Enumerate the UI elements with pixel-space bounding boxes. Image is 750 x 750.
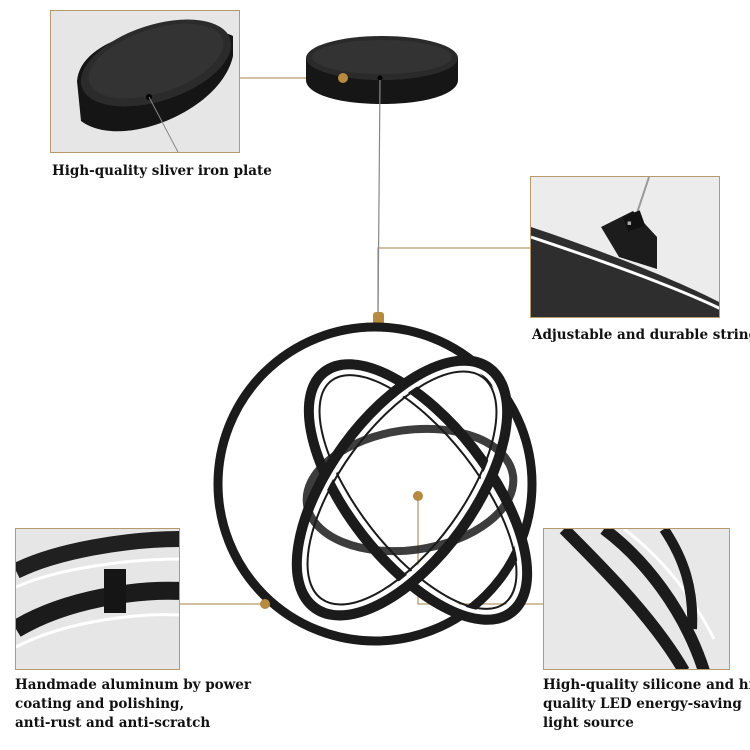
detail-panel-iron-plate bbox=[50, 10, 240, 153]
caption-aluminum-line-1: Handmade aluminum by power bbox=[15, 677, 251, 693]
wire-fitting bbox=[373, 312, 384, 326]
tilted-ring-a bbox=[303, 359, 533, 625]
caption-aluminum: Handmade aluminum by power coating and p… bbox=[15, 676, 251, 733]
caption-led-line-1: High-quality silicone and high bbox=[543, 677, 750, 693]
caption-led: High-quality silicone and high quality L… bbox=[543, 676, 750, 733]
caption-strings: Adjustable and durable strings bbox=[532, 327, 750, 343]
side-joint bbox=[260, 599, 270, 609]
detail-panel-strings: ▪ bbox=[530, 176, 720, 318]
center-joint bbox=[413, 491, 423, 501]
caption-iron-plate: High-quality sliver iron plate bbox=[52, 163, 272, 179]
outer-ring bbox=[213, 322, 537, 646]
caption-led-line-2: quality LED energy-saving bbox=[543, 696, 742, 712]
suspension-wire bbox=[377, 79, 381, 319]
inner-ring bbox=[302, 424, 518, 556]
ceiling-canopy bbox=[306, 36, 458, 104]
detail-panel-aluminum bbox=[15, 528, 180, 670]
svg-text:▪: ▪ bbox=[627, 219, 632, 227]
caption-aluminum-line-2: coating and polishing, bbox=[15, 696, 185, 712]
caption-aluminum-line-3: anti-rust and anti-scratch bbox=[15, 715, 211, 731]
caption-led-line-3: light source bbox=[543, 715, 634, 731]
detail-panel-led bbox=[543, 528, 730, 670]
